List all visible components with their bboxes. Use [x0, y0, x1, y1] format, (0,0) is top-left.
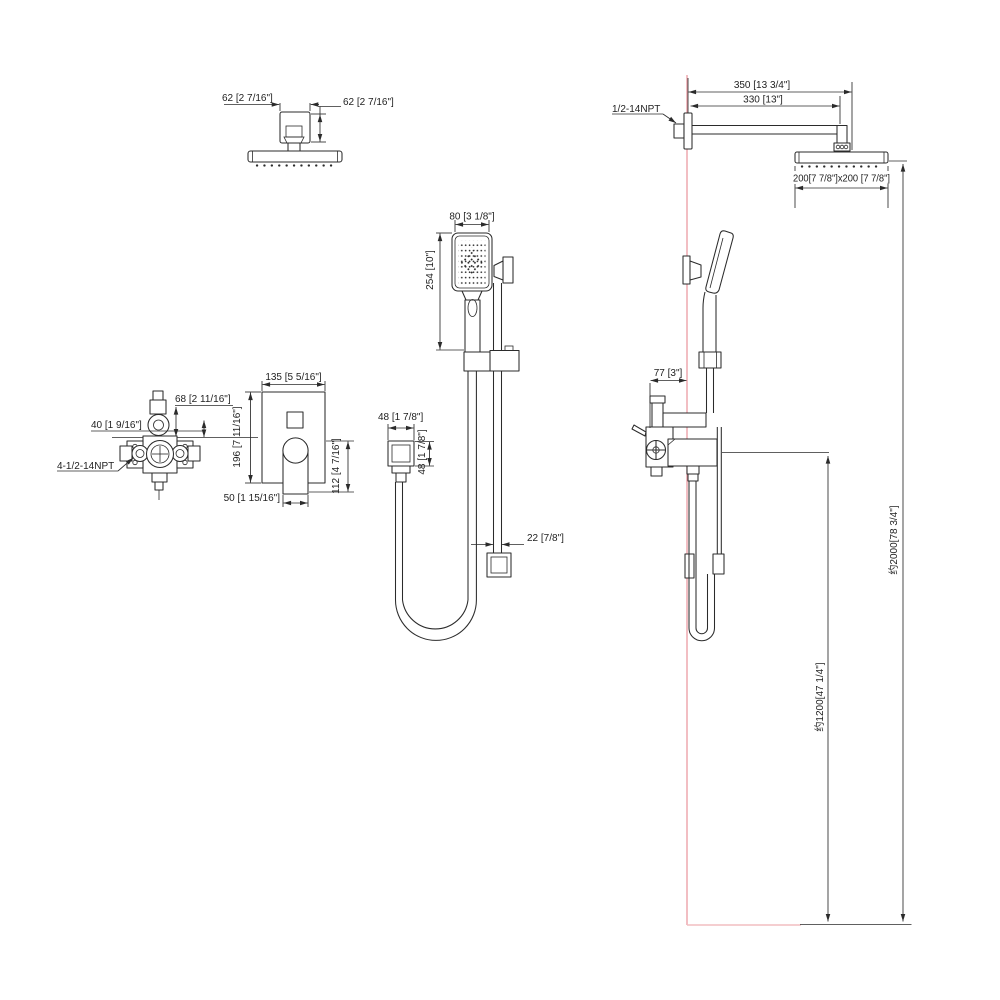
hand-shower-neck	[461, 290, 483, 301]
dim-arm-overall: 350 [13 3/4"]	[734, 80, 791, 91]
dim-overhead-width: 62 [2 7/16"]	[222, 93, 273, 104]
hose-outlet	[686, 465, 700, 475]
valve-bottom-port	[151, 472, 168, 483]
dim-hand-shower-height: 254 [10"]	[425, 250, 436, 290]
mode-button	[467, 299, 478, 317]
elbow-nut	[391, 465, 411, 474]
spray-face-diamond	[460, 247, 484, 277]
valve-right-port	[187, 445, 201, 462]
label-valve-thread: 4-1/2-14NPT	[57, 461, 114, 472]
cradle-wall-bracket	[682, 255, 691, 285]
dim-slide-bar-width: 22 [7/8"]	[527, 533, 564, 544]
view-installed-system: 350 [13 3/4"] 330 [13"] 1/2-14NPT 200[7 …	[612, 75, 912, 926]
hand-shower-handle	[464, 299, 481, 354]
dim-overhead-height: 62 [2 7/16"]	[343, 97, 394, 108]
view-overhead-shower-side: 62 [2 7/16"] 62 [2 7/16"]	[222, 93, 394, 167]
bracket-taper	[283, 136, 305, 144]
hand-shower-grip	[702, 291, 706, 352]
valve-top-stem	[152, 390, 164, 401]
dim-valve-height: 约1200[47 1/4"]	[813, 662, 826, 731]
diverter-block	[667, 438, 718, 467]
view-valve-front: 68 [2 11/16"] 40 [1 9/16"] 4-1/2-14NPT	[57, 390, 258, 500]
valve-connector	[662, 412, 707, 428]
view-trim-plate: 135 [5 5/16"] 196 [7 11/16"] 112 [4 7/16…	[224, 372, 354, 507]
view-hand-shower: 80 [3 1/8"] 254 [10"] 48 [1 7/8"] 48 [1 …	[378, 212, 564, 641]
dim-handle-height: 112 [4 7/16"]	[331, 438, 342, 494]
arm-wall-nut	[673, 123, 685, 139]
head-swivel-nut	[833, 142, 851, 152]
valve-top-port	[147, 413, 170, 437]
dim-plate-width: 135 [5 5/16"]	[265, 372, 322, 383]
shower-head-side	[247, 150, 343, 163]
arm-elbow	[836, 124, 848, 144]
nozzle-stem	[287, 142, 301, 152]
dim-elbow-width: 48 [1 7/8"]	[378, 412, 423, 423]
label-arm-thread: 1/2-14NPT	[612, 104, 660, 115]
dim-valve-depth: 77 [3"]	[654, 368, 683, 379]
slider-bracket	[489, 349, 520, 372]
handle-hub	[282, 437, 309, 464]
dim-valve-top-port: 68 [2 11/16"]	[175, 394, 231, 405]
dim-elbow-height: 48 [1 7/8"]	[417, 429, 428, 474]
dim-arm-length: 330 [13"]	[743, 95, 783, 106]
rain-shower-head	[794, 151, 889, 164]
valve-lever	[631, 424, 647, 437]
dim-handle-width: 50 [1 15/16"]	[224, 493, 281, 504]
valve-top-cap	[649, 395, 666, 404]
hose-nut	[698, 351, 722, 369]
dim-head-size: 200[7 7/8"]x200 [7 7/8"]	[793, 174, 890, 185]
handle-clamp	[463, 351, 491, 372]
bar-end-side	[712, 553, 725, 575]
dim-hand-shower-width: 80 [3 1/8"]	[449, 212, 494, 223]
dim-valve-offset: 40 [1 9/16"]	[91, 420, 142, 431]
valve-left-port	[119, 445, 133, 462]
dim-head-height: 约2000[78 3/4"]	[887, 505, 900, 574]
hand-shower-side	[705, 230, 734, 294]
arm-wall-flange	[683, 112, 693, 150]
dim-plate-height: 196 [7 11/16"]	[232, 406, 243, 467]
diverter-opening	[286, 411, 304, 429]
bar-wall-bracket	[502, 256, 514, 284]
